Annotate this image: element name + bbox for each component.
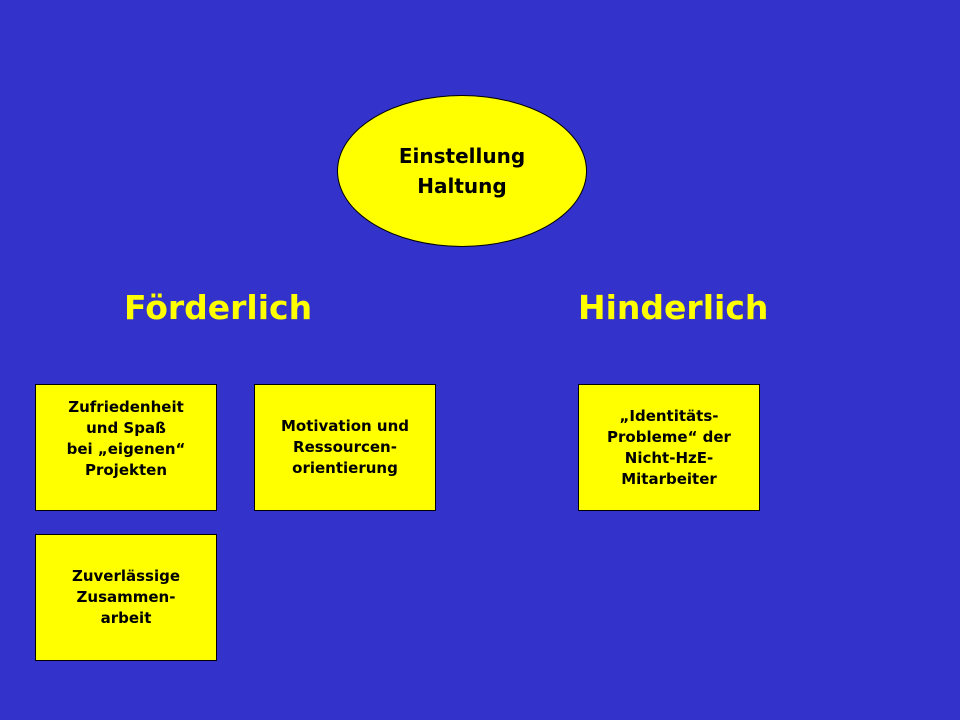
box-motivation: Motivation und Ressourcen- orientierung [254,384,436,511]
box-zuverlaessige-zusammenarbeit: Zuverlässige Zusammen- arbeit [35,534,217,661]
central-oval-line-1: Einstellung [398,144,526,168]
box-line: Zusammen- [76,588,176,606]
box-line: Nicht-HzE- [624,448,714,467]
central-oval: Einstellung Haltung [337,95,587,247]
box-line: und Spaß [86,419,166,437]
box-line: Zuverlässige [71,567,181,585]
box-line: Ressourcen- [293,438,397,456]
box-line: „Identitäts- [619,406,719,425]
central-oval-line-2: Haltung [417,174,507,198]
box-zufriedenheit: Zufriedenheit und Spaß bei „eigenen“ Pro… [35,384,217,511]
heading-foerderlich: Förderlich [124,288,313,327]
box-line: Mitarbeiter [621,469,717,488]
box-line: Zufriedenheit [68,398,184,416]
box-line: Motivation und [280,417,410,435]
box-line: bei „eigenen“ [66,440,186,458]
box-line: Projekten [84,461,167,479]
box-identitaetsprobleme: „Identitäts- Probleme“ der Nicht-HzE- Mi… [578,384,760,511]
box-line: Probleme“ der [607,427,731,446]
heading-hinderlich: Hinderlich [578,288,769,327]
box-line: arbeit [100,609,152,627]
box-line: orientierung [292,459,398,477]
